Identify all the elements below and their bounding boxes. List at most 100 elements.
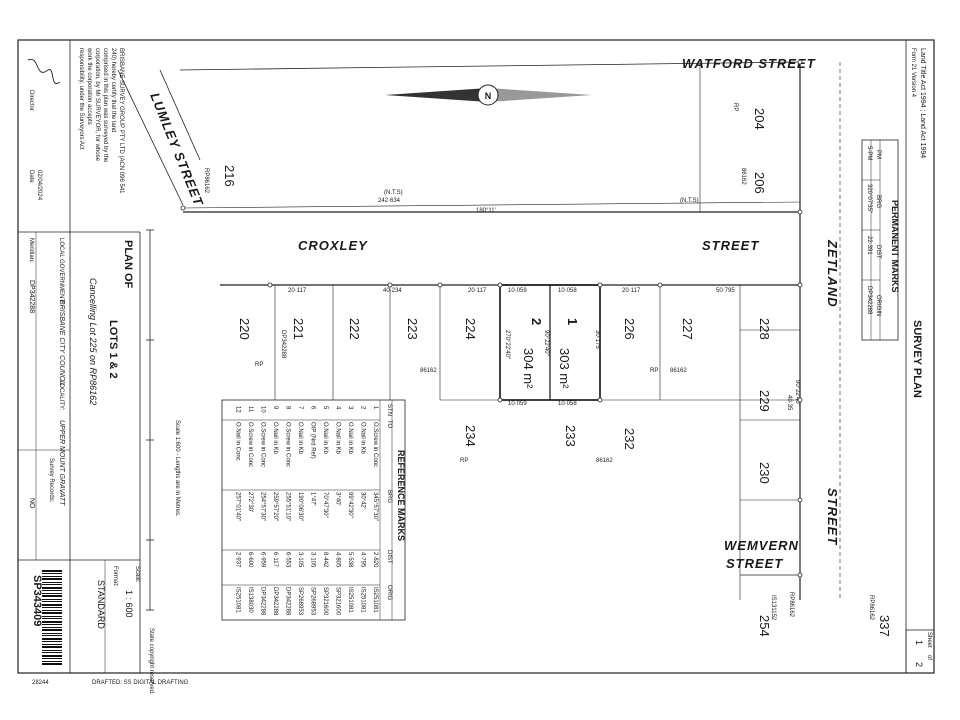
rm-cell: O.Screw in Conc (247, 422, 253, 467)
rm-cell: 7 (297, 406, 303, 410)
certificate-date-label: Date (28, 170, 34, 183)
barcode-bar (42, 570, 62, 572)
plan-number: SP343409 (31, 575, 43, 626)
header-act: Land Title Act 1994 ; Land Act 1994 (919, 48, 926, 158)
dim-10-a: 10·059 (508, 288, 527, 294)
rm-cell: 3 (347, 406, 353, 410)
lot-224: 224 (463, 318, 478, 340)
rm-cell: 30°42' (360, 492, 366, 509)
lot-254: 254 (757, 615, 772, 637)
rp-ref: RP (460, 458, 468, 464)
barcode-bar (42, 599, 62, 600)
sheet-box (905, 629, 935, 674)
certificate-line: 240) hereby certify that the land (110, 48, 116, 132)
barcode-bar (42, 607, 62, 608)
rm-cell: 6·959 (260, 552, 266, 568)
barcode-bar (42, 655, 62, 657)
rm-cell: 6·553 (285, 552, 291, 568)
barcode-bar (42, 652, 62, 653)
survey-marks (180, 59, 803, 578)
rm-cell: SP268953 (310, 587, 316, 616)
rm-cell: 4·795 (360, 552, 366, 568)
rm-cell: O.Nail in Kb (322, 422, 328, 455)
pm-col-origin: ORIGIN (875, 295, 881, 316)
dim-nts: (N.T.S) (384, 190, 403, 196)
wemvern-street-label: STREET (726, 556, 783, 571)
svg-text:Scale:: Scale: (134, 566, 140, 583)
svg-text:1 : 600: 1 : 600 (124, 590, 134, 618)
meridian-value: DP342288 (28, 280, 35, 313)
croxley-label-a: CROXLEY (298, 238, 368, 253)
rm-cell: 12 (235, 406, 241, 413)
barcode-bar (42, 576, 62, 577)
plan-ref-86162: 86162 (670, 368, 687, 374)
barcode-bar (42, 624, 62, 625)
barcode-bar (42, 644, 62, 645)
rp-ref: RP (255, 362, 263, 368)
rm-cell: O.Nail in Kb (335, 422, 341, 455)
svg-text:STREET: STREET (825, 488, 840, 545)
permanent-marks-table: PERMANENT MARKS PM BRG DIST ORIGIN 5-PM … (861, 139, 900, 341)
watford-street-label: WATFORD STREET (682, 56, 816, 71)
pm-col-dist: DIST (875, 245, 881, 259)
dim-bearing-270: 270°22'40" (504, 330, 510, 359)
pm-cell: 5-PM (866, 146, 872, 160)
lot-223: 223 (405, 318, 420, 340)
barcode-bar (42, 658, 62, 659)
svg-text:SURVEY PLAN: SURVEY PLAN (911, 320, 923, 398)
svg-text:1: 1 (914, 640, 924, 645)
rm-cell: O.Screw in Conc (285, 422, 291, 467)
rm-cell: 2·820 (372, 552, 378, 568)
rm-cell: 259°57'20" (272, 492, 278, 521)
rm-cell: DP342288 (260, 587, 266, 616)
svg-text:Cancelling Lot 225 on RP86162: Cancelling Lot 225 on RP86162 (88, 278, 98, 405)
locality-value: UPPER MOUNT GRAVATT (58, 420, 65, 506)
dim-20-b: 20·117 (468, 288, 487, 294)
rm-cell: IS251081 (360, 587, 366, 613)
dim-40-b: 40·35 (786, 395, 792, 411)
barcode-bar (42, 635, 62, 636)
certificate-line: BRISBANE SURVEY GROUP PTY LTD (ACN 096 5… (118, 48, 124, 194)
barcode-bar (42, 595, 62, 597)
plan-of: PLAN OF (122, 240, 134, 289)
rm-cell: 8 (285, 406, 291, 410)
svg-text:LOCALITY:: LOCALITY: (58, 380, 64, 411)
wemvern-label: WEMVERN (724, 538, 799, 553)
plan-ref-rp86162: RP86162 (788, 592, 794, 618)
rm-cell: IS251081 (235, 587, 241, 613)
rm-cell: 2·937 (235, 552, 241, 568)
certificate-line: corporation, by Mr SURVEYOR, for whose (94, 48, 100, 162)
north-arrow: N (385, 84, 592, 106)
rm-cell: 10 (260, 406, 266, 413)
svg-text:UPPER MOUNT GRAVATT: UPPER MOUNT GRAVATT (58, 420, 65, 506)
svg-text:SP343409: SP343409 (31, 575, 43, 626)
dim-10-d: 10·058 (558, 401, 577, 407)
barcode-bar (42, 604, 62, 606)
dim-40: 40·234 (383, 288, 402, 294)
scale-value: 1 : 600 (124, 590, 134, 618)
certificate-date: 02/04/2024 (36, 170, 42, 201)
svg-text:PLAN OF: PLAN OF (122, 240, 134, 289)
lot-226: 226 (622, 318, 637, 340)
rm-cell: 190°06'30" (297, 492, 303, 521)
svg-text:Scale 1:600 - Lengths are in M: Scale 1:600 - Lengths are in Metres. (174, 420, 180, 517)
svg-text:DP342288: DP342288 (28, 280, 35, 313)
survey-records-label: Survey Records: (48, 458, 54, 503)
barcode (42, 570, 62, 665)
survey-records-value: NO (28, 498, 35, 509)
rm-cell: O.Screw in Conc (372, 422, 378, 467)
svg-text:of: of (926, 655, 932, 660)
pm-heading: PERMANENT MARKS (890, 200, 900, 293)
lot-229: 229 (757, 390, 772, 412)
certificate-line: responsibility, under the Surveyors Act (78, 48, 84, 150)
lot-228: 228 (757, 318, 772, 340)
rm-cell: 3·105 (310, 552, 316, 568)
rm-cell: 1 (372, 406, 378, 410)
rm-cell: O.Nail in Kb (272, 422, 278, 455)
barcode-bar (42, 618, 62, 619)
rp-ref: RP (650, 368, 658, 374)
lot-1: 1 (565, 318, 580, 325)
rm-cell: 6·600 (247, 552, 253, 568)
